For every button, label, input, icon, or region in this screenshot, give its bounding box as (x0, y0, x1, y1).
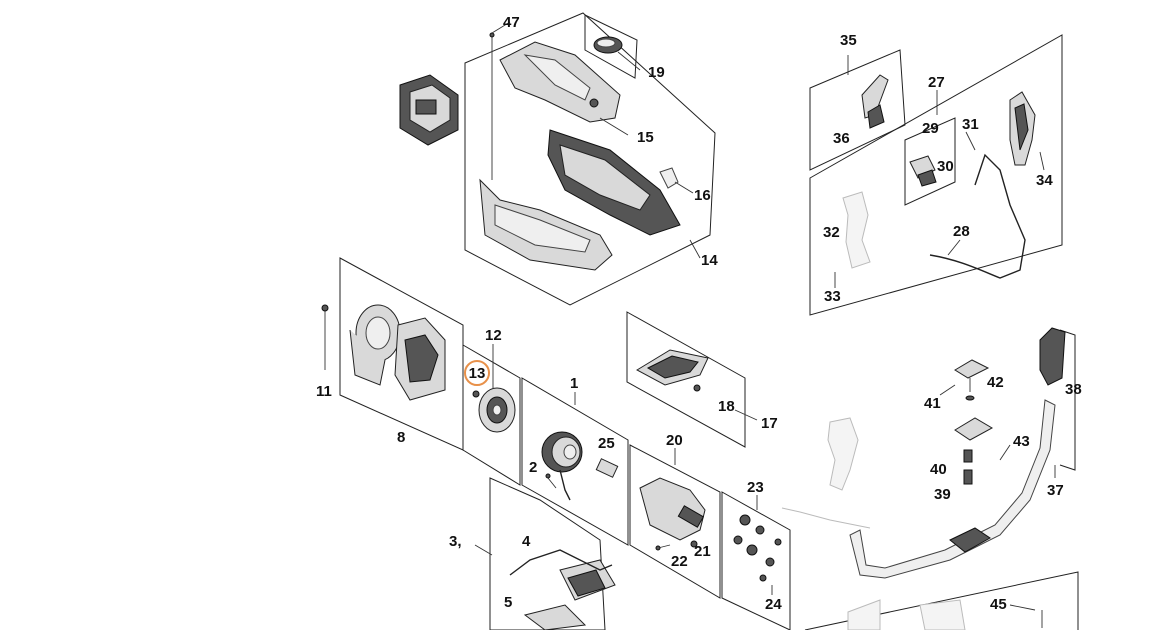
frame-group-29 (904, 117, 956, 206)
frame-group-19 (584, 14, 638, 79)
gasket-part-16 (659, 167, 679, 189)
fan-part-12 (478, 387, 516, 433)
callout-31[interactable]: 31 (962, 116, 979, 133)
callout-37[interactable]: 37 (1047, 482, 1064, 499)
callout-34[interactable]: 34 (1036, 172, 1053, 189)
callout-36[interactable]: 36 (833, 130, 850, 147)
callout-33[interactable]: 33 (824, 288, 841, 305)
callout-1[interactable]: 1 (570, 375, 579, 392)
callout-15[interactable]: 15 (637, 129, 654, 146)
frame-group-17 (626, 311, 746, 448)
hardware-set-part-23 (733, 514, 782, 582)
callout-19[interactable]: 19 (648, 64, 665, 81)
motor-part-1 (541, 431, 583, 501)
callout-5[interactable]: 5 (504, 594, 513, 611)
callout-35[interactable]: 35 (840, 32, 857, 49)
loop-handle-part-37 (849, 399, 1056, 579)
clip-part-13 (472, 390, 480, 398)
callout-39[interactable]: 39 (934, 486, 951, 503)
circuit-board-part-5 (523, 559, 616, 630)
spring-part-40 (963, 449, 973, 463)
callout-42[interactable]: 42 (987, 374, 1004, 391)
callout-14[interactable]: 14 (701, 252, 718, 269)
lever-part-35 (861, 74, 889, 129)
grip-part-32 (842, 191, 871, 269)
callout-30[interactable]: 30 (937, 158, 954, 175)
callout-16[interactable]: 16 (694, 187, 711, 204)
screw-part-18 (693, 384, 701, 392)
callout-43[interactable]: 43 (1013, 433, 1030, 450)
frame-group-23 (721, 491, 791, 630)
frame-group-12 (462, 344, 521, 486)
callout-29[interactable]: 29 (922, 120, 939, 137)
ghost-handle-outline (781, 417, 966, 630)
shaft-part-25 (595, 458, 619, 478)
screw-part-47 (489, 32, 495, 180)
washer-part-42 (965, 395, 975, 401)
callout-3[interactable]: 3, (449, 533, 462, 550)
callout-20[interactable]: 20 (666, 432, 683, 449)
gear-housing-part-20 (639, 477, 706, 541)
frame-group-14 (464, 12, 716, 306)
leader-lines (474, 21, 1056, 611)
screw-part-2 (545, 473, 557, 489)
callout-24[interactable]: 24 (765, 596, 782, 613)
screw-part-22 (655, 544, 671, 551)
spring-part-39 (963, 469, 973, 485)
callout-45[interactable]: 45 (990, 596, 1007, 613)
fan-cover-part-8 (349, 304, 446, 401)
clamp-part-43 (949, 417, 994, 553)
callout-28[interactable]: 28 (953, 223, 970, 240)
callout-41[interactable]: 41 (924, 395, 941, 412)
knob-part-41 (954, 359, 990, 392)
callout-4[interactable]: 4 (522, 533, 531, 550)
frame-group-1 (521, 377, 629, 546)
callout-47[interactable]: 47 (503, 14, 520, 31)
callout-2[interactable]: 2 (529, 459, 538, 476)
callout-22[interactable]: 22 (671, 553, 688, 570)
cable-part-28 (929, 153, 1026, 279)
frame-group-20 (629, 444, 721, 599)
housing-upper-part-15 (499, 41, 621, 123)
switch-part-29 (909, 155, 937, 187)
cap-part-19 (593, 36, 623, 54)
callout-40[interactable]: 40 (930, 461, 947, 478)
wire-harness-part-4 (509, 549, 613, 576)
callout-11[interactable]: 11 (316, 383, 332, 400)
callout-8[interactable]: 8 (397, 429, 406, 446)
housing-lower-part-14 (479, 129, 681, 271)
grip-part-38 (1039, 327, 1066, 386)
frame-group-38 (1059, 329, 1076, 471)
callout-21[interactable]: 21 (694, 543, 711, 560)
screw-part-21 (690, 540, 698, 548)
callout-12[interactable]: 12 (485, 327, 502, 344)
battery-pack-part (399, 74, 459, 146)
callout-27[interactable]: 27 (928, 74, 945, 91)
trigger-handle-part-27 (1009, 91, 1036, 166)
frame-group-45 (804, 571, 1079, 630)
frame-group-35 (809, 49, 906, 171)
filter-tray-part-17 (635, 349, 709, 386)
callout-18[interactable]: 18 (718, 398, 735, 415)
callout-17[interactable]: 17 (761, 415, 778, 432)
screw-part-11 (321, 304, 329, 370)
callout-25[interactable]: 25 (598, 435, 615, 452)
callout-13-highlighted[interactable]: 13 (464, 360, 490, 386)
frame-group-27 (809, 34, 1063, 316)
callout-38[interactable]: 38 (1065, 381, 1082, 398)
callout-23[interactable]: 23 (747, 479, 764, 496)
callout-32[interactable]: 32 (823, 224, 840, 241)
